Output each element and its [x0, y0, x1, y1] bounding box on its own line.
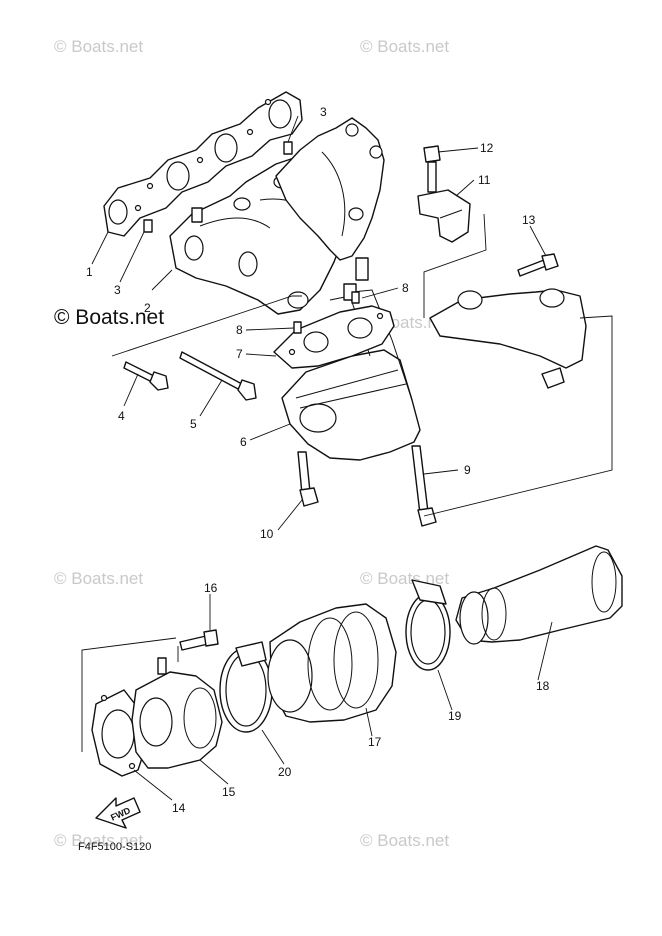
hose-clamp-20 — [219, 641, 273, 733]
callouts: 1 2 3 3 4 5 6 7 8 8 9 10 11 12 13 14 15 … — [86, 105, 550, 815]
bolt-5 — [179, 351, 257, 401]
watermark: © Boats.net — [360, 831, 449, 850]
rubber-joint — [267, 603, 397, 723]
exhaust-gasket — [103, 91, 303, 237]
callout-11: 11 — [478, 173, 491, 187]
callout-12: 12 — [480, 141, 494, 155]
exhaust-manifold-2 — [275, 117, 385, 261]
bolt-12 — [423, 145, 441, 193]
callout-4: 4 — [118, 409, 125, 423]
bolt-4 — [123, 361, 169, 391]
forward-arrow-icon: FWD — [95, 797, 141, 829]
bracket-11 — [417, 189, 471, 243]
callout-8-right: 8 — [402, 281, 409, 295]
diagram-code: F4F5100-S120 — [78, 841, 151, 853]
callout-7: 7 — [236, 347, 243, 361]
joint-pipe — [131, 657, 223, 769]
exhaust-pipe-18 — [455, 545, 623, 645]
callout-2: 2 — [144, 301, 151, 315]
callout-15: 15 — [222, 785, 236, 799]
callout-10: 10 — [260, 527, 274, 541]
watermark: © Boats.net — [54, 37, 143, 56]
hose-clamp-19 — [405, 579, 451, 671]
callout-3-lower: 3 — [114, 283, 121, 297]
leader-lines — [81, 115, 613, 801]
callout-1: 1 — [86, 265, 93, 279]
watermark: © Boats.net — [54, 831, 143, 850]
callout-16: 16 — [204, 581, 218, 595]
callout-9: 9 — [464, 463, 471, 477]
callout-13: 13 — [522, 213, 536, 227]
callout-6: 6 — [240, 435, 247, 449]
callout-14: 14 — [172, 801, 186, 815]
dowel-pin-lower — [143, 219, 153, 233]
chamber-gasket — [273, 305, 395, 369]
callout-3-upper: 3 — [320, 105, 327, 119]
exhaust-pipe-outlet — [429, 288, 587, 389]
bolt-13 — [517, 253, 559, 277]
callout-5: 5 — [190, 417, 197, 431]
bolt-10 — [297, 451, 319, 507]
watermark: © Boats.net — [360, 37, 449, 56]
stud-bolt-9 — [411, 445, 437, 527]
callout-18: 18 — [536, 679, 550, 693]
dowel-pin-upper — [283, 141, 293, 155]
watermark-bold: © Boats.net — [54, 306, 164, 329]
joint-gasket — [91, 689, 145, 777]
dowel-pin-8b — [351, 291, 360, 304]
watermark: © Boats.net — [54, 569, 143, 588]
bolt-16 — [179, 629, 219, 651]
callout-20: 20 — [278, 765, 292, 779]
callout-19: 19 — [448, 709, 462, 723]
callout-17: 17 — [368, 735, 382, 749]
callout-8-left: 8 — [236, 323, 243, 337]
dowel-pin-8a — [293, 321, 302, 334]
